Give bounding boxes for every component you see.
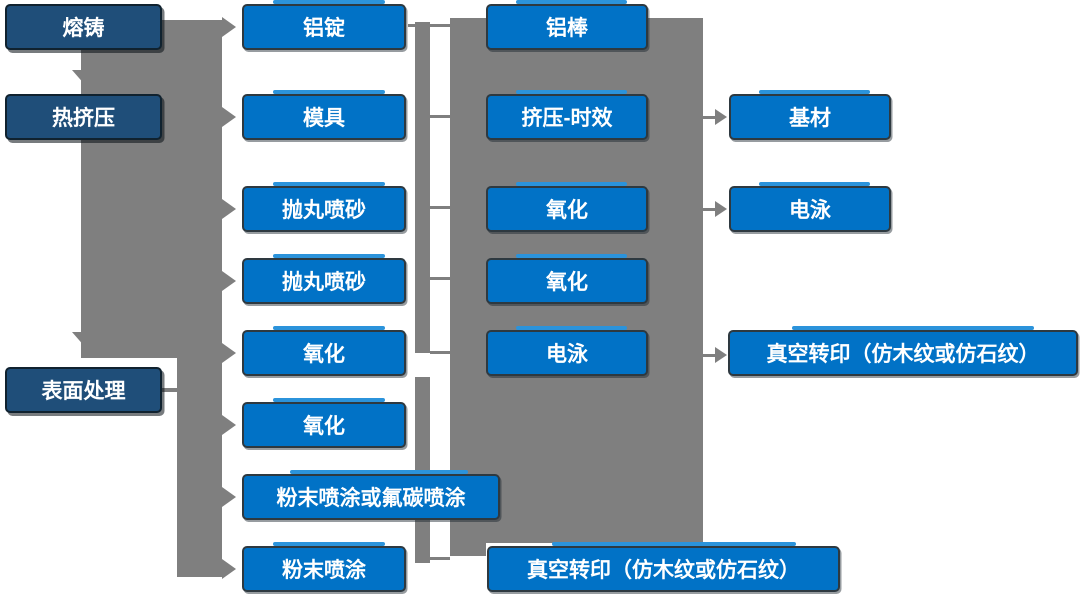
arrow-to-powder-fluorocarbon [222, 487, 236, 507]
node-vacuum-transfer-a: 真空转印（仿木纹或仿石纹） [487, 542, 840, 592]
arrow-shaft-vacuum-transfer [703, 354, 716, 357]
node-hot-extrusion: 热挤压 [5, 94, 162, 140]
connector-big-block-foot [450, 543, 486, 556]
node-aluminum-ingot: 铝锭 [242, 0, 406, 50]
node-aluminum-rod: 铝棒 [486, 0, 648, 50]
connector-middle-bar-top [415, 22, 430, 353]
arrow-shaft-base-material [703, 116, 716, 119]
tie-line-row2 [430, 115, 450, 118]
node-mold: 模具 [242, 90, 406, 140]
connector-left-strip [177, 358, 222, 577]
node-oxidation-d: 氧化 [486, 254, 648, 304]
arrow-to-aluminum-ingot [222, 17, 236, 37]
tie-line-row3 [430, 206, 450, 209]
arrow-to-vacuum-transfer [715, 347, 727, 363]
arrow-to-electrophoresis [715, 201, 727, 217]
node-shot-blasting-1: 抛丸喷砂 [242, 182, 406, 232]
arrow-to-shot-blasting-2 [222, 271, 236, 291]
node-vacuum-transfer-b: 真空转印（仿木纹或仿石纹） [728, 326, 1078, 376]
node-surface-treatment: 表面处理 [5, 367, 162, 413]
tie-line-row4 [430, 277, 450, 280]
node-base-material: 基材 [729, 90, 891, 140]
connector-surface-treatment-stub [162, 388, 178, 392]
node-oxidation-a: 氧化 [242, 326, 406, 376]
node-oxidation-c: 氧化 [486, 182, 648, 232]
arrow-down-to-surface-treatment [72, 332, 100, 348]
node-powder-fluorocarbon: 粉末喷涂或氟碳喷涂 [242, 470, 500, 520]
node-oxidation-b: 氧化 [242, 398, 406, 448]
arrow-down-melting-to-hot-extrusion [72, 70, 100, 86]
node-electrophoresis-a: 电泳 [486, 326, 648, 376]
tie-line-row8 [430, 557, 450, 560]
arrow-to-shot-blasting-1 [222, 199, 236, 219]
node-powder-coating: 粉末喷涂 [242, 542, 406, 592]
arrow-shaft-electrophoresis [703, 208, 716, 211]
arrow-to-base-material [715, 109, 727, 125]
arrow-to-oxidation-b [222, 415, 236, 435]
arrow-to-powder-coating [222, 559, 236, 579]
node-electrophoresis-b: 电泳 [729, 182, 891, 232]
tie-line-row1 [408, 24, 450, 27]
node-shot-blasting-2: 抛丸喷砂 [242, 254, 406, 304]
tie-line-row5 [430, 351, 450, 354]
node-melting: 熔铸 [5, 4, 162, 50]
arrow-to-oxidation-a [222, 343, 236, 363]
connector-left-block [81, 20, 222, 358]
node-extrusion-aging: 挤压-时效 [486, 90, 648, 140]
arrow-to-mold [222, 107, 236, 127]
